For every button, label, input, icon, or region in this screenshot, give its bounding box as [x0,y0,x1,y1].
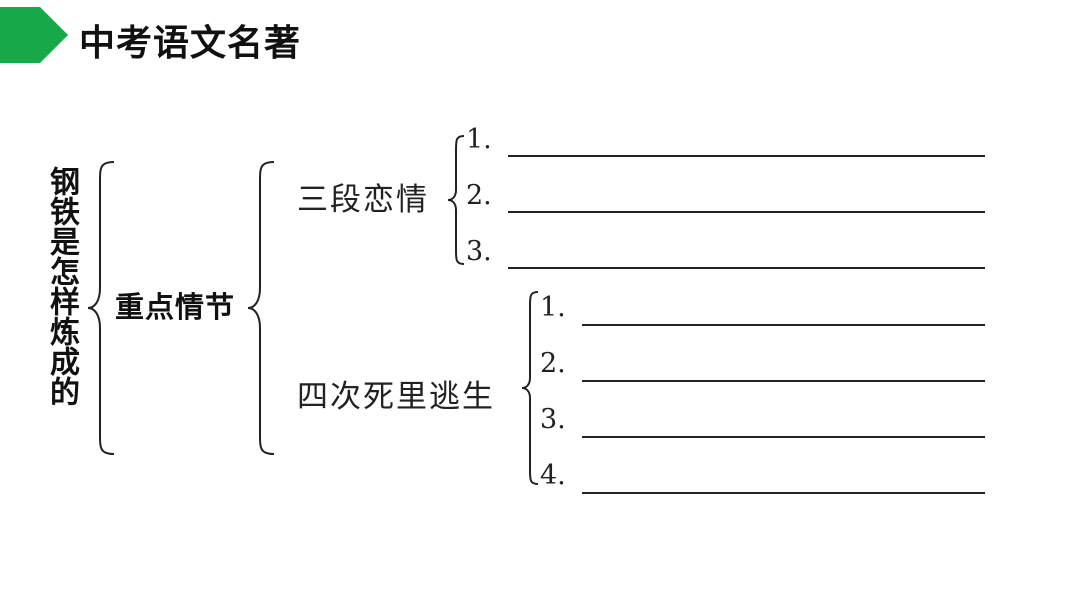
section-escape-label: 四次死里逃生 [297,379,495,415]
section-escape-item-1: 1. [540,292,566,323]
section-escape-item-2: 2. [540,348,566,379]
section-love-blank-2[interactable] [508,211,985,213]
section-love-label: 三段恋情 [297,182,429,218]
section-love-item-1: 1. [466,124,492,155]
section-love-brace [447,135,465,265]
section-escape-blank-1[interactable] [582,324,985,326]
section-love-item-3: 3. [466,236,492,267]
book-title-vertical: 钢铁是怎样炼成的 [44,166,79,406]
key-plot-label: 重点情节 [115,290,236,324]
section-escape-blank-2[interactable] [582,380,985,382]
section-escape-blank-4[interactable] [582,492,985,494]
section-escape-brace [521,291,539,485]
page-title: 中考语文名著 [79,23,302,64]
header-accent-arrow [0,7,68,63]
book-brace [87,161,115,455]
section-escape-item-3: 3. [540,404,566,435]
section-love-item-2: 2. [466,180,492,211]
section-love-blank-3[interactable] [508,267,985,269]
section-love-blank-1[interactable] [508,155,985,157]
section-escape-blank-3[interactable] [582,436,985,438]
section-escape-item-4: 4. [540,460,566,491]
key-plot-brace [247,161,275,455]
